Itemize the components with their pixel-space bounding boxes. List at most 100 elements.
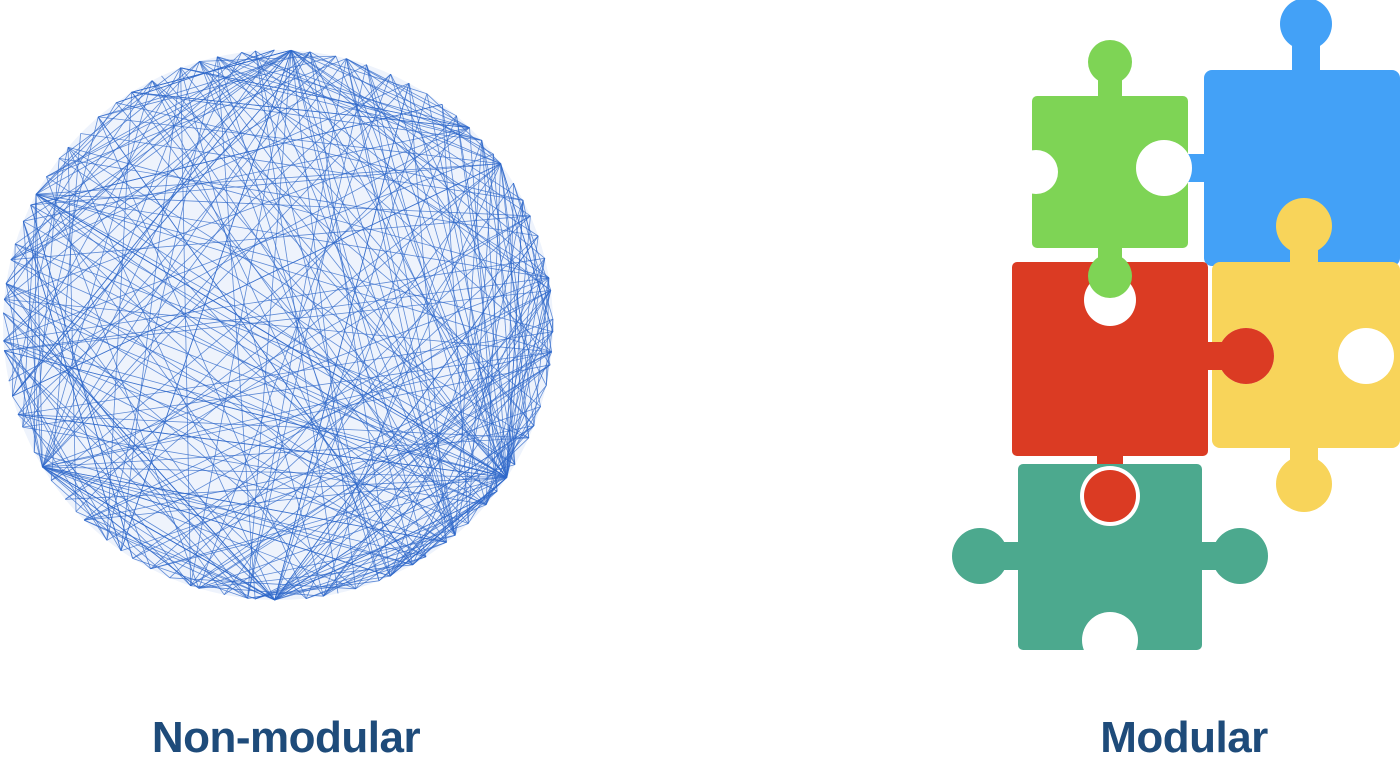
network-edge <box>10 215 531 261</box>
network-edge <box>5 52 242 284</box>
network-edge <box>50 480 151 570</box>
network-edge <box>42 466 200 589</box>
network-edge <box>3 257 545 342</box>
network-edge <box>481 140 530 438</box>
network-edge <box>3 153 494 342</box>
network-edge <box>500 163 554 332</box>
network-edge <box>274 425 535 601</box>
network-edge <box>35 193 456 536</box>
network-edge <box>346 58 470 129</box>
network-edge <box>291 49 470 129</box>
network-edge <box>131 49 292 93</box>
network-edge <box>500 163 551 365</box>
network-edge <box>309 51 456 536</box>
network-edge <box>8 127 470 382</box>
network-edge <box>42 466 356 590</box>
network-edge <box>22 221 122 551</box>
network-edge <box>5 283 447 543</box>
modular-puzzle-illustration <box>940 0 1400 668</box>
network-edge <box>485 163 502 505</box>
network-edge <box>17 414 191 586</box>
network-edge <box>217 56 552 291</box>
network-edge <box>3 340 427 558</box>
network-edge <box>274 318 554 601</box>
network-edge <box>355 290 552 590</box>
network-edge <box>12 51 311 397</box>
network-edge <box>83 519 256 600</box>
network-edge <box>408 83 508 478</box>
network-edge <box>17 73 391 415</box>
network-edge <box>58 67 181 159</box>
network-edge <box>5 283 43 467</box>
network-edge <box>506 258 546 478</box>
network-edge <box>17 414 447 543</box>
network-edge <box>67 147 77 512</box>
network-edge <box>33 158 60 453</box>
network-edge <box>506 235 539 478</box>
network-edge <box>485 290 552 505</box>
network-edge <box>199 61 508 478</box>
network-edge <box>241 52 501 164</box>
network-edge <box>274 290 552 601</box>
network-edge <box>150 351 552 570</box>
network-edge <box>506 215 531 478</box>
network-edge <box>485 258 546 505</box>
network-edge <box>51 215 531 481</box>
network-edge <box>161 75 508 478</box>
network-edge <box>35 193 508 478</box>
network-edge <box>10 82 410 261</box>
network-edge <box>132 558 248 599</box>
network-edge <box>216 56 535 426</box>
network-edge <box>131 91 482 141</box>
network-edge <box>17 331 553 415</box>
network-edge <box>3 312 427 558</box>
network-edge <box>389 385 547 577</box>
network-edge <box>50 127 470 481</box>
network-edge <box>390 74 508 478</box>
network-edge <box>97 116 414 566</box>
network-edge <box>46 176 508 478</box>
network-edge <box>180 67 508 478</box>
network-edge <box>305 556 427 599</box>
network-edge <box>5 50 256 284</box>
network-edge <box>106 92 133 541</box>
network-edge <box>366 64 456 536</box>
network-edge <box>274 490 498 601</box>
network-edge <box>4 290 551 351</box>
network-edge <box>30 104 443 206</box>
network-edge <box>345 58 456 536</box>
network-edge <box>14 49 292 245</box>
network-edge <box>8 67 181 382</box>
network-edge <box>75 115 457 512</box>
network-edge <box>274 364 551 601</box>
network-edge <box>42 466 248 599</box>
network-edge <box>180 67 470 129</box>
network-edge <box>378 437 530 582</box>
network-edge <box>190 331 554 587</box>
network-edge <box>323 140 483 597</box>
network-edge <box>190 163 502 586</box>
network-edge <box>3 340 507 478</box>
network-edge <box>35 193 552 353</box>
network-edge <box>247 575 391 599</box>
non-modular-caption: Non-modular <box>151 713 421 762</box>
network-edge <box>5 283 248 599</box>
network-edge <box>17 414 507 478</box>
network-edge <box>131 91 470 129</box>
network-edge <box>513 182 552 291</box>
network-edge <box>131 91 487 505</box>
network-edge <box>97 116 307 599</box>
network-edge <box>3 340 191 586</box>
network-edge <box>67 146 550 279</box>
network-edge <box>389 200 524 577</box>
network-edges <box>2 49 554 601</box>
non-modular-network-illustration <box>0 40 560 610</box>
network-edge <box>36 163 501 195</box>
network-edge <box>42 51 311 468</box>
network-edge <box>274 115 457 601</box>
network-edge <box>58 158 516 465</box>
network-edge <box>106 290 551 541</box>
network-edge <box>30 204 507 478</box>
network-edge <box>84 477 507 521</box>
network-edge <box>22 55 337 428</box>
